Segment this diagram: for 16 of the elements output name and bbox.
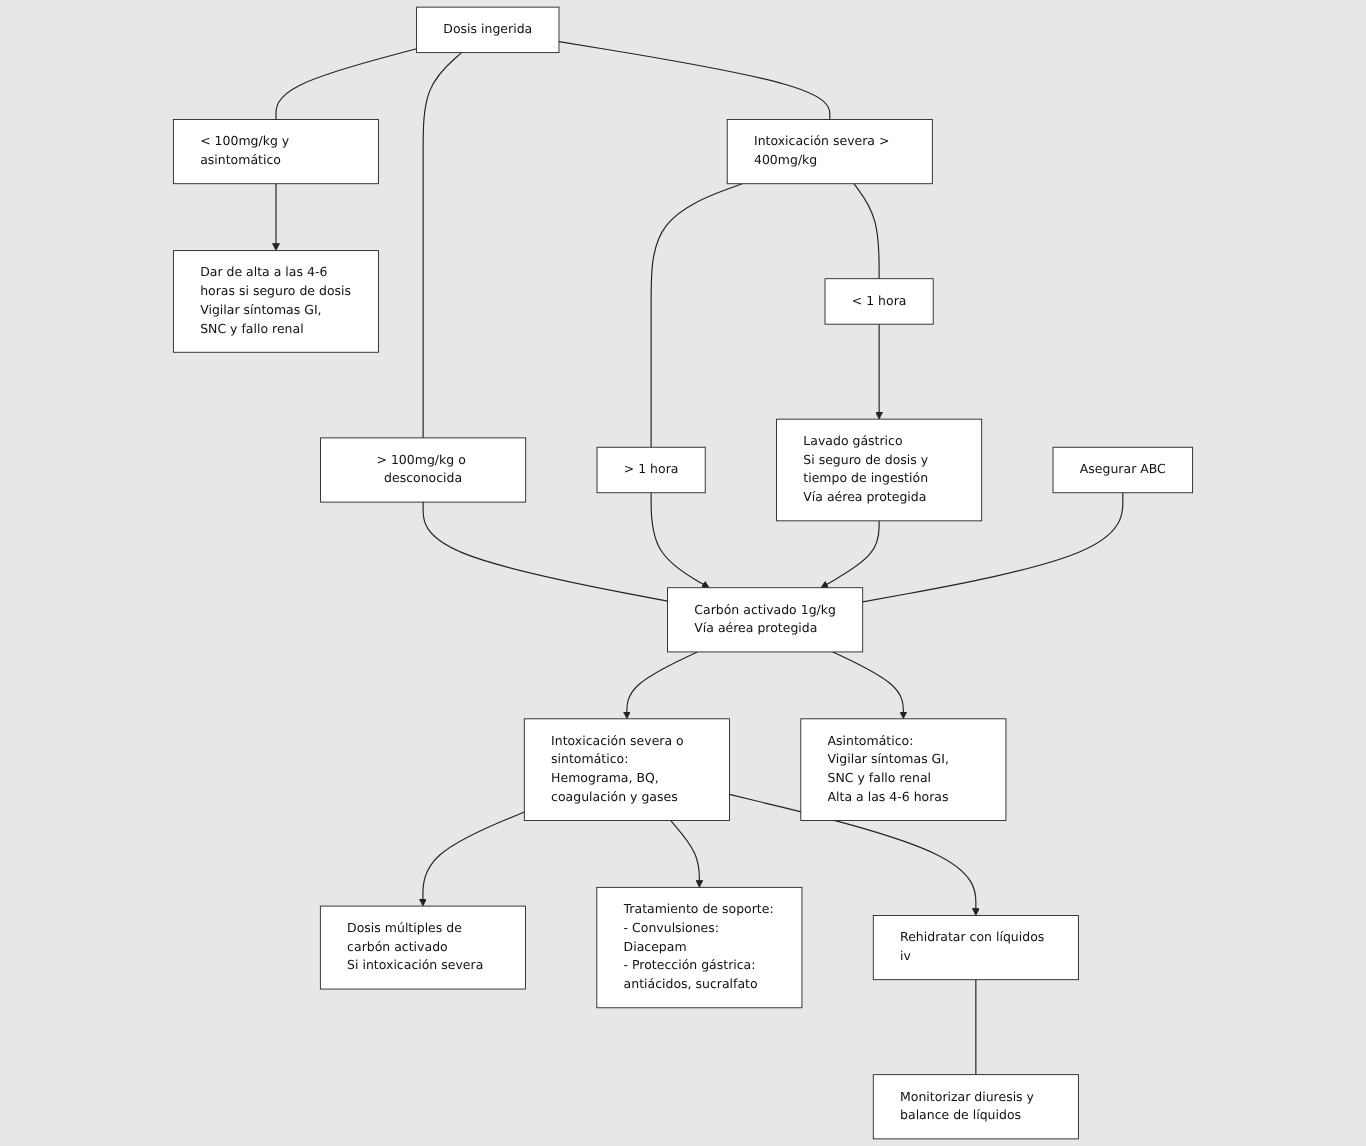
arrow <box>622 651 698 720</box>
connector <box>853 183 880 280</box>
connector <box>558 41 831 121</box>
connector <box>422 52 463 439</box>
arrow <box>670 819 704 888</box>
connector <box>975 979 977 1076</box>
arrow <box>875 323 884 420</box>
arrow <box>820 520 880 589</box>
connector <box>650 183 743 448</box>
connector <box>275 48 418 121</box>
connector <box>862 492 1124 603</box>
arrow <box>650 492 710 589</box>
arrow <box>272 183 280 251</box>
arrow <box>832 651 908 720</box>
connector <box>422 501 669 602</box>
arrow <box>419 811 525 907</box>
